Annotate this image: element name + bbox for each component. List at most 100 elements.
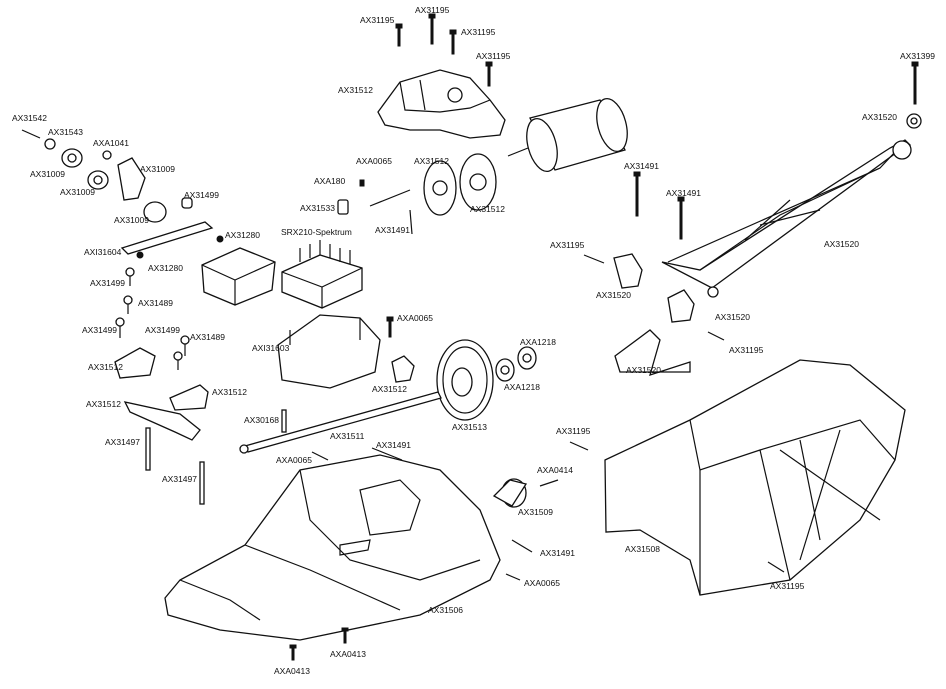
label-ax31520: AX31520 bbox=[862, 112, 897, 122]
steering-linkage bbox=[123, 401, 201, 441]
steering-link bbox=[120, 221, 214, 255]
label-axa0065: AXA0065 bbox=[356, 156, 392, 166]
chassis-screw-1 bbox=[311, 451, 329, 461]
label-ax31009: AX31009 bbox=[114, 215, 149, 225]
screw-top-1 bbox=[395, 23, 403, 47]
label-ax31195: AX31195 bbox=[360, 15, 395, 25]
label-ax31195: AX31195 bbox=[556, 426, 591, 436]
servo bbox=[201, 247, 276, 306]
ball-stud-4 bbox=[173, 351, 183, 370]
label-ax31489: AX31489 bbox=[138, 298, 173, 308]
label-ax31520: AX31520 bbox=[596, 290, 631, 300]
label-ax31508: AX31508 bbox=[625, 544, 660, 554]
screw-top-2 bbox=[428, 13, 436, 45]
label-ax31195: AX31195 bbox=[770, 581, 805, 591]
rear-cage bbox=[604, 359, 906, 596]
bushing bbox=[492, 478, 528, 508]
label-ax31195: AX31195 bbox=[729, 345, 764, 355]
servo-horn bbox=[117, 157, 146, 201]
label-ax31399: AX31399 bbox=[900, 51, 935, 61]
washer bbox=[44, 138, 56, 150]
rod-end bbox=[906, 113, 922, 129]
bearing-3 bbox=[143, 201, 167, 223]
bearing-2 bbox=[87, 170, 109, 190]
screw-top-4 bbox=[485, 61, 493, 87]
spur-gear bbox=[436, 339, 494, 421]
label-ax31520: AX31520 bbox=[626, 365, 661, 375]
upper-brace bbox=[661, 139, 912, 298]
chassis-screw-3 bbox=[511, 539, 533, 553]
pinion-gear bbox=[337, 199, 349, 215]
label-axi31604: AXI31604 bbox=[84, 247, 122, 257]
pin-1 bbox=[145, 427, 151, 471]
label-ax31491: AX31491 bbox=[376, 440, 411, 450]
mount-screw bbox=[386, 316, 394, 338]
label-ax31512: AX31512 bbox=[212, 387, 247, 397]
ball-stud-2 bbox=[123, 295, 133, 314]
bearing-1 bbox=[61, 148, 83, 168]
label-ax31542: AX31542 bbox=[12, 113, 47, 123]
label-axa0065: AXA0065 bbox=[524, 578, 560, 588]
label-axa1041: AXA1041 bbox=[93, 138, 129, 148]
label-axa1218: AXA1218 bbox=[520, 337, 556, 347]
bearing-axle-1 bbox=[495, 358, 515, 382]
label-ax31499: AX31499 bbox=[184, 190, 219, 200]
bellcrank-left bbox=[114, 347, 156, 379]
motor-mount-piece bbox=[391, 355, 415, 383]
ball-stud-5 bbox=[180, 335, 190, 356]
label-ax31509: AX31509 bbox=[518, 507, 553, 517]
motor bbox=[507, 98, 628, 172]
label-ax31512: AX31512 bbox=[86, 399, 121, 409]
label-axa0065: AXA0065 bbox=[397, 313, 433, 323]
label-ax31520: AX31520 bbox=[824, 239, 859, 249]
label-srx210: SRX210-Spektrum bbox=[281, 227, 352, 237]
screw-right-side bbox=[583, 254, 605, 264]
screw-right-mid-2 bbox=[677, 196, 685, 240]
label-ax31499: AX31499 bbox=[82, 325, 117, 335]
label-axa180: AXA180 bbox=[314, 176, 346, 186]
bearing-axle-2 bbox=[517, 346, 537, 370]
ball-end bbox=[181, 197, 193, 209]
label-ax31512: AX31512 bbox=[372, 384, 407, 394]
label-ax31499: AX31499 bbox=[90, 278, 125, 288]
label-ax31513: AX31513 bbox=[452, 422, 487, 432]
brace-mount-2 bbox=[667, 289, 695, 323]
label-ax30168: AX30168 bbox=[244, 415, 279, 425]
bellcrank-post bbox=[169, 384, 209, 411]
screw-top-3 bbox=[449, 29, 457, 55]
label-axa0065: AXA0065 bbox=[276, 455, 312, 465]
receiver bbox=[281, 240, 363, 309]
label-ax31512: AX31512 bbox=[338, 85, 373, 95]
label-ax31499: AX31499 bbox=[145, 325, 180, 335]
link-screw bbox=[216, 235, 224, 243]
gearbox-top-cover bbox=[377, 69, 506, 139]
label-ax31195: AX31195 bbox=[461, 27, 496, 37]
label-axa1218: AXA1218 bbox=[504, 382, 540, 392]
label-ax31491: AX31491 bbox=[624, 161, 659, 171]
brace-mount-1 bbox=[613, 253, 643, 289]
label-ax31195: AX31195 bbox=[415, 5, 450, 15]
label-ax31497: AX31497 bbox=[105, 437, 140, 447]
electronics-mount bbox=[277, 314, 381, 389]
label-ax31543: AX31543 bbox=[48, 127, 83, 137]
screw-left-1 bbox=[21, 129, 41, 139]
label-ax31506: AX31506 bbox=[428, 605, 463, 615]
label-axi31603: AXI31603 bbox=[252, 343, 290, 353]
bottom-screw-1 bbox=[289, 644, 297, 661]
servo-screw bbox=[136, 251, 144, 259]
label-ax31280: AX31280 bbox=[148, 263, 183, 273]
label-ax31195: AX31195 bbox=[550, 240, 585, 250]
label-ax31512: AX31512 bbox=[88, 362, 123, 372]
small-nut bbox=[102, 150, 112, 160]
set-screw bbox=[359, 179, 365, 187]
slipper-disc-left bbox=[423, 160, 457, 216]
label-axa0413: AXA0413 bbox=[330, 649, 366, 659]
rear-screw-2 bbox=[767, 561, 785, 573]
label-ax31533: AX31533 bbox=[300, 203, 335, 213]
motor-screw-1 bbox=[369, 189, 411, 207]
screw-brace bbox=[707, 331, 725, 341]
ball-stud-3 bbox=[115, 317, 125, 338]
small-pin bbox=[281, 409, 287, 433]
label-ax31195: AX31195 bbox=[476, 51, 511, 61]
